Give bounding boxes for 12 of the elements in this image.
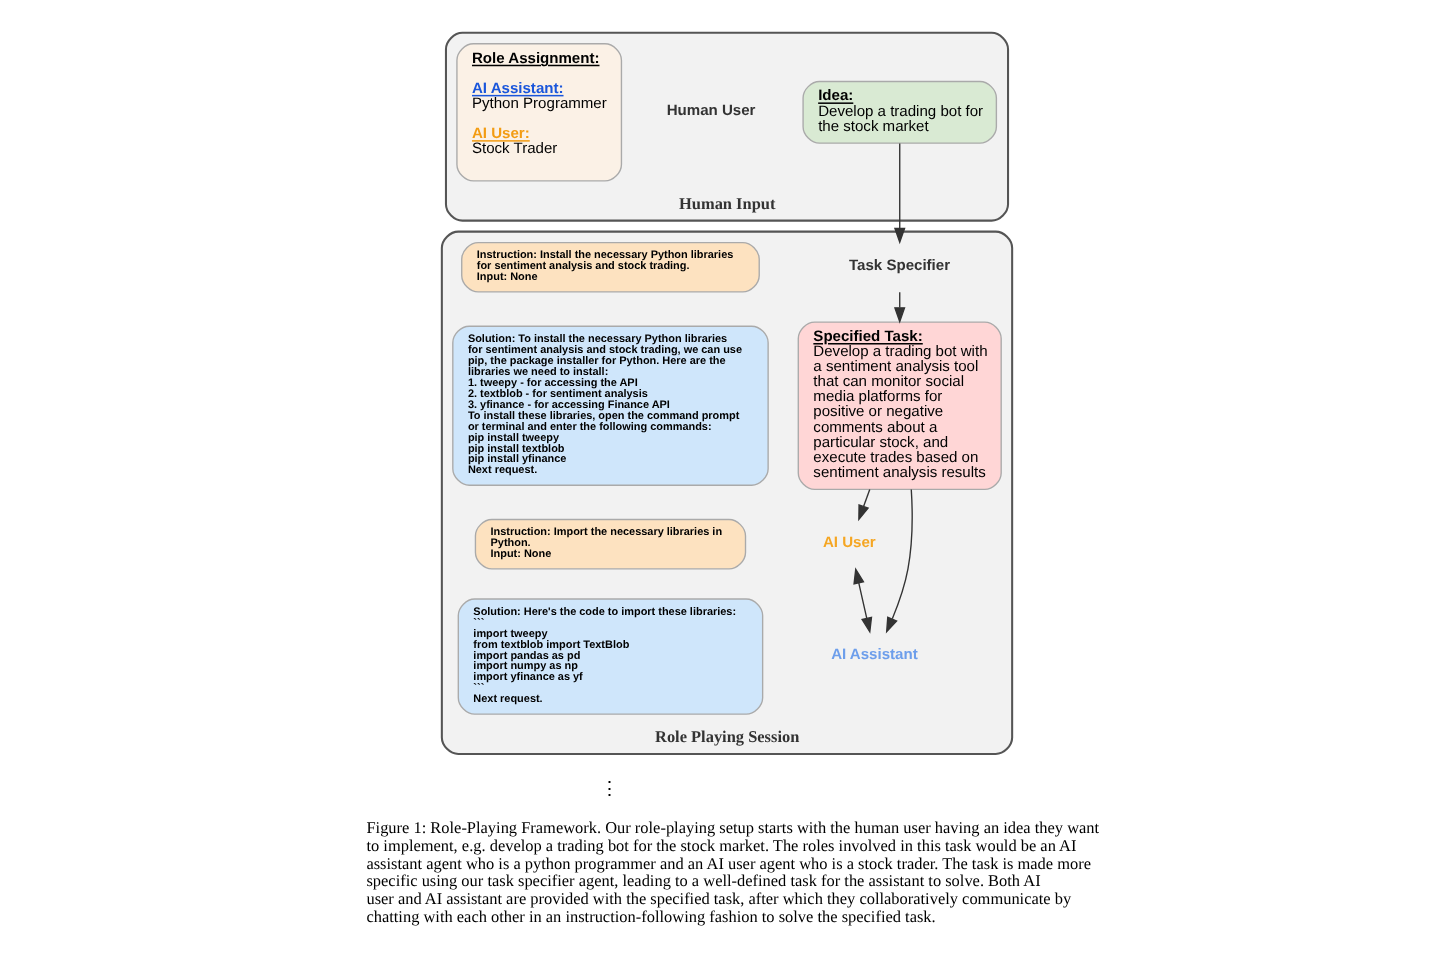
node-box: Specified Task: Develop a trading bot with a sentiment analysis tool that can monitor social media platforms for positive or negative comments about a particular stock, and execute trades based on sentiment analysis results <box>797 321 1002 491</box>
node-text: AI User <box>822 532 876 551</box>
label: ⋮ <box>600 778 621 801</box>
node-text: Human User <box>666 100 756 119</box>
arrow <box>853 567 873 634</box>
node-box: Idea: Develop a trading bot for the stock market <box>802 80 998 144</box>
arrow <box>893 142 906 245</box>
arrow <box>885 488 913 634</box>
arrow <box>858 488 871 522</box>
node-box: Role Assignment: AI Assistant: Python Programmer AI User: Stock Trader <box>456 43 623 182</box>
node-text: AI Assistant <box>831 645 918 664</box>
node-text: Task Specifier <box>849 255 951 274</box>
